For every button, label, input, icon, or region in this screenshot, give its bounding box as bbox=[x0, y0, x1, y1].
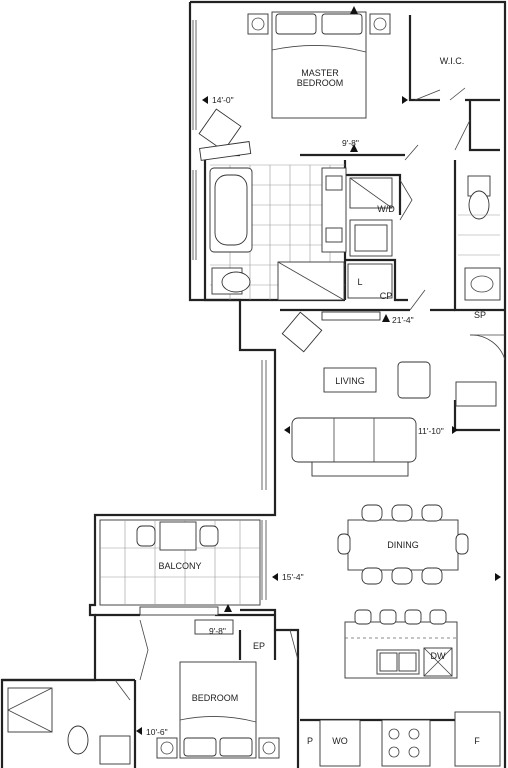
kitchen bbox=[319, 609, 501, 767]
label-dining: DINING bbox=[387, 540, 419, 550]
dim-master-bedroom: 14'-0" bbox=[212, 95, 234, 105]
dim-bedroom-2: 10'-6" bbox=[146, 727, 168, 737]
powder-room bbox=[458, 175, 506, 361]
label-ep: EP bbox=[253, 641, 265, 651]
label-cp: CP bbox=[380, 291, 393, 301]
label-wd: W/D bbox=[377, 204, 395, 214]
balcony-furniture bbox=[99, 519, 261, 616]
label-pantry: P bbox=[307, 736, 313, 746]
ensuite-bathroom bbox=[209, 164, 347, 301]
label-balcony: BALCONY bbox=[158, 561, 201, 571]
laundry-closet bbox=[347, 177, 413, 299]
dimension-markers bbox=[136, 6, 501, 735]
label-dw: DW bbox=[431, 651, 446, 661]
dining-furniture bbox=[337, 504, 469, 585]
bedroom-2-furniture bbox=[7, 619, 280, 765]
room-labels: MASTER BEDROOM W.I.C. W/D L CP SP LIVING… bbox=[158, 56, 486, 746]
label-living: LIVING bbox=[335, 376, 365, 386]
label-wic: W.I.C. bbox=[440, 56, 465, 66]
dim-living-2: 11'-10" bbox=[418, 426, 444, 436]
label-master-bedroom-line2: BEDROOM bbox=[297, 78, 344, 88]
dimension-labels: 14'-0" 9'-8" 21'-4" 11'-10" 15'-4" 9'-8"… bbox=[146, 95, 444, 737]
label-linen: L bbox=[357, 277, 362, 287]
dim-living: 21'-4" bbox=[392, 315, 414, 325]
dim-bedroom: 9'-8" bbox=[209, 626, 226, 636]
master-bed bbox=[198, 11, 391, 161]
doors bbox=[114, 87, 471, 701]
dim-dining: 15'-4" bbox=[282, 572, 304, 582]
dim-master-bedroom-2: 9'-8" bbox=[342, 138, 359, 148]
label-fridge: F bbox=[474, 736, 480, 746]
label-sp: SP bbox=[474, 310, 486, 320]
label-bedroom: BEDROOM bbox=[192, 693, 239, 703]
living-furniture bbox=[281, 311, 497, 477]
label-master-bedroom-line1: MASTER bbox=[301, 68, 339, 78]
label-wo: WO bbox=[332, 736, 348, 746]
